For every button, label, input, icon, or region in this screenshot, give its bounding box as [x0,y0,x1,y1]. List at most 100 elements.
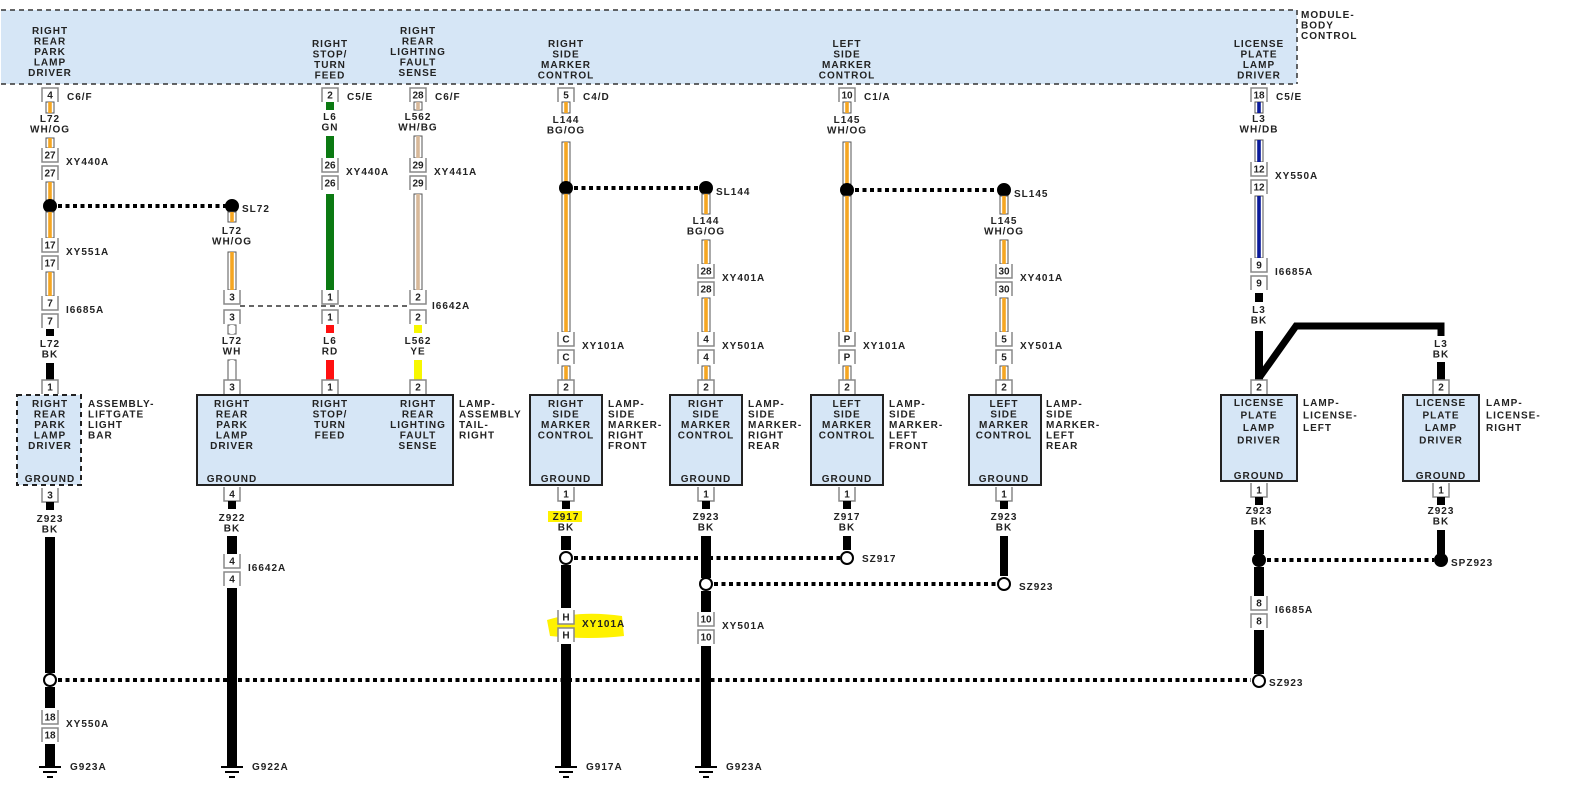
pin-number: 10 [841,91,853,102]
splice-label-sz923-far: SZ923 [1269,678,1303,689]
connector-xy101a-h-a: H [557,610,575,625]
pin-box [1250,162,1268,177]
wire-core [704,240,708,264]
connector-xy501a-5-b: 5 [995,349,1013,364]
pin-number: 3 [47,491,53,502]
wire-l72-wh [227,324,237,335]
pin-box [557,349,575,364]
wire-l72-bk [46,329,54,336]
pin-number: 26 [324,161,336,172]
pin-box [41,255,59,270]
pin-number: 5 [563,91,569,102]
wire-z923 [1437,497,1445,505]
connector-xy501a-10-b: 10 [697,629,715,644]
wire-l144 [701,365,711,381]
wire-l144 [701,239,711,265]
wire-l6 [326,136,334,158]
pin-number: 27 [44,169,56,180]
tail-lamp-box [196,394,454,486]
pin-number: 1 [327,313,333,324]
marker-right-front-ground: GROUND [541,474,591,485]
pin-box [223,290,241,305]
pin-number: 28 [412,91,424,102]
pin-number: 2 [415,383,421,394]
license-lamp-right-name: LAMP-LICENSE-RIGHT [1486,398,1541,434]
connector-i6685a-b: 7 [41,313,59,328]
wire-l562 [413,101,423,111]
wire-z917 [561,536,571,550]
marker-left-front-ground: GROUND [822,474,872,485]
wire-l145 [842,141,852,185]
wire-l144 [561,141,571,183]
pin-number: 12 [1253,165,1265,176]
wire-l145 [999,365,1009,381]
module-pin: 5 [557,87,575,102]
pin-box [41,148,59,163]
pin-box [409,175,427,190]
connector-xy401a-30-a: 30 [995,264,1013,279]
wire-l144 [561,101,571,114]
wire-z923 [701,591,711,616]
component-ground-pin: 1 [697,487,715,502]
wire-z923 [701,646,711,766]
pin-number: 2 [327,91,333,102]
wire-l3 [1254,195,1264,259]
pin-number: 3 [229,383,235,394]
pin-box [1432,379,1450,394]
pin-box [41,313,59,328]
connector-pin: 3 [223,290,241,305]
connector-pin: 3 [223,309,241,324]
connector-xy550a-12-a: 12 [1250,162,1268,177]
pin-number: 10 [700,615,712,626]
wire-core [48,212,52,238]
pin-number: 18 [44,731,56,742]
license-lamp-left-box [1220,394,1298,482]
pin-number: 28 [700,285,712,296]
wire-l144 [561,193,571,333]
ground-label: G922A [252,762,289,773]
connector-xy550a-12-b: 12 [1250,179,1268,194]
wire-z923 [1437,530,1445,554]
connector-xy501a-10-label: XY501A [722,621,765,632]
splice-label-sl145: SL145 [1014,189,1048,200]
pin-box [995,281,1013,296]
pin-box [557,610,575,625]
pin-number: 2 [415,293,421,304]
wire-l72 [45,101,55,114]
pin-number: C [562,335,569,346]
ground-g917a [555,766,577,778]
pin-box [41,710,59,725]
wire-core [1002,298,1006,332]
pin-box [557,627,575,642]
component-pin: 2 [995,379,1013,394]
tail-lamp-ground-label: GROUND [207,474,257,485]
wire-core [845,142,849,184]
pin-box [557,87,575,102]
pin-number: 2 [415,313,421,324]
component-ground-pin: 1 [1432,483,1450,498]
connector-i6685a-9-label: I6685A [1275,267,1313,278]
connector-xy501a-10-a: 10 [697,612,715,627]
connector-pin: 1 [321,290,339,305]
pin-box [995,349,1013,364]
pin-box [1250,258,1268,273]
pin-box [409,309,427,324]
connector-xy101a-a: C [557,332,575,347]
connector-xy440a-a: 26 [321,158,339,173]
wire-core [704,194,708,214]
wire-core [416,102,420,110]
module-connector-id: C1/A [864,92,891,103]
wire-z923 [45,744,55,766]
wire-core [564,102,568,113]
splice-label-sz917: SZ917 [862,554,896,565]
splice-label-sl144: SL144 [716,187,750,198]
